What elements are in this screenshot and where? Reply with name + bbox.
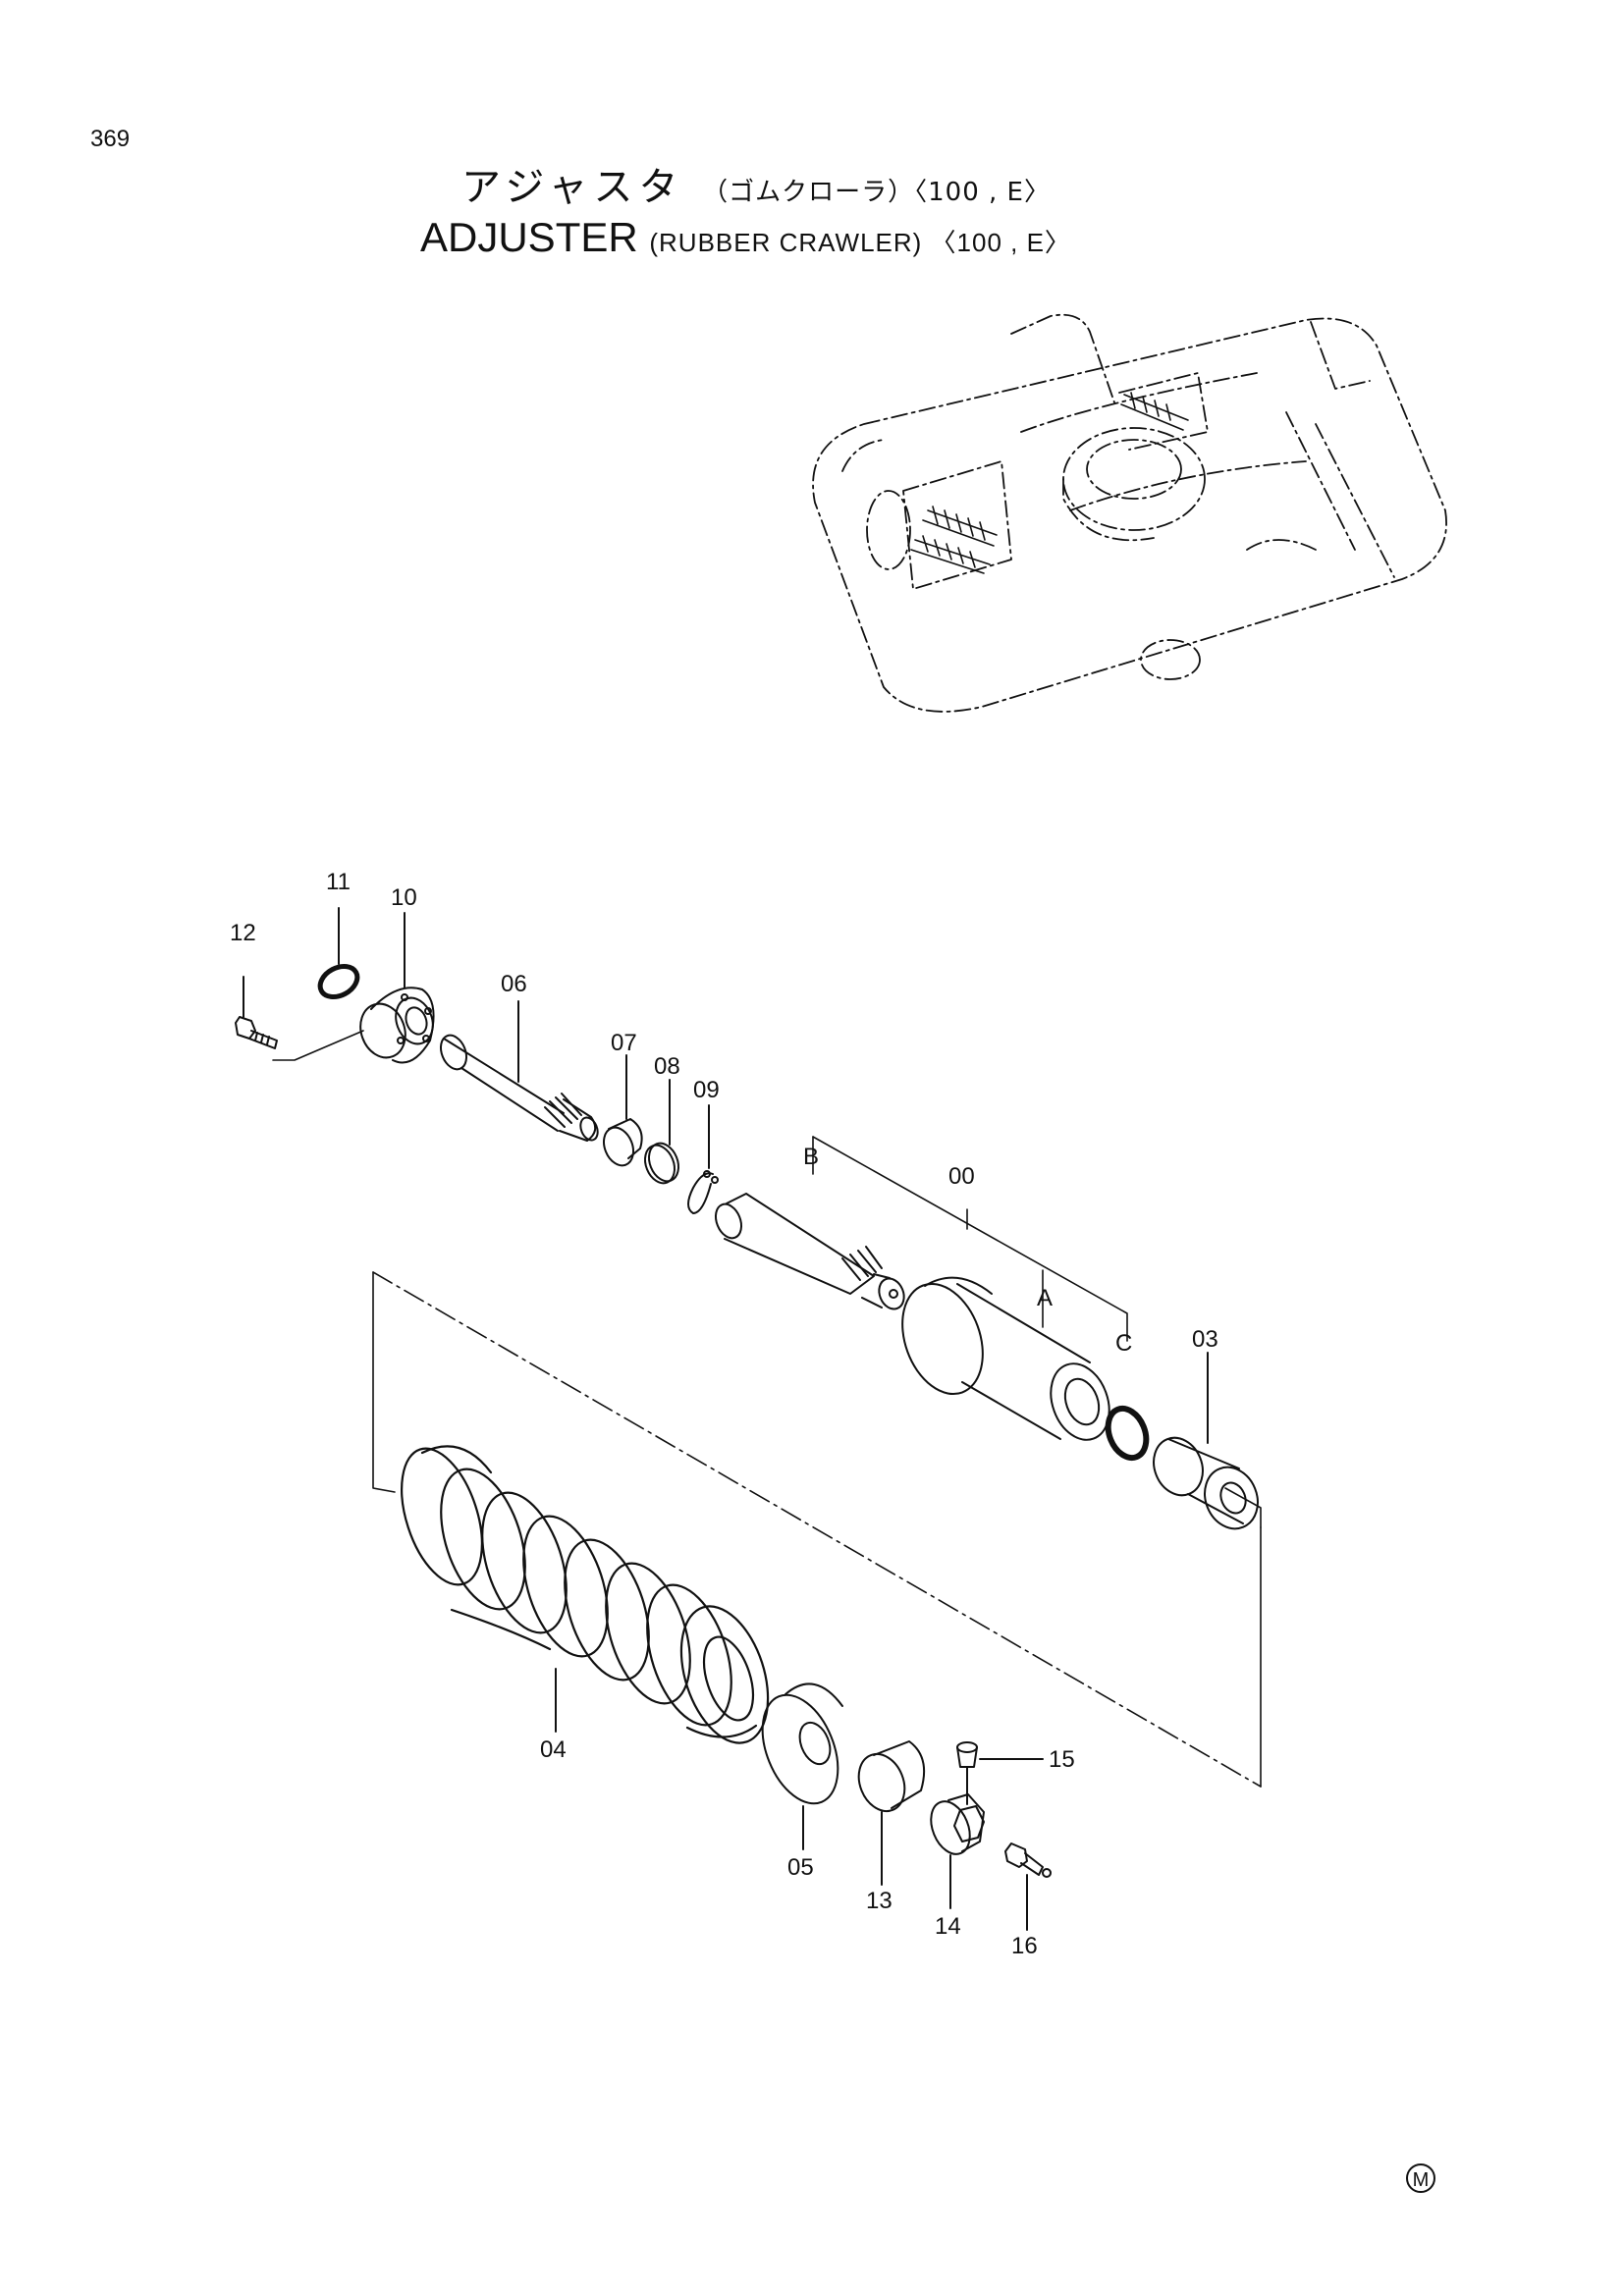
title-english-sub: (RUBBER CRAWLER) 〈100 , E〉: [649, 228, 1071, 257]
label-03: 03: [1192, 1326, 1218, 1353]
label-04: 04: [540, 1736, 567, 1763]
part-08-washer: [644, 1142, 679, 1185]
part-B-piston-rod: [714, 1193, 905, 1310]
part-labels: 11 10 12 06 07 08 09 B 00 A C 03 04 05 1…: [230, 869, 1218, 1959]
part-04-spring: [401, 1445, 770, 1744]
page-number: 369: [90, 126, 131, 152]
label-10: 10: [391, 884, 417, 911]
title-japanese: アジャスタ （ゴムクローラ）〈100 , E〉: [461, 155, 1051, 212]
part-05-spring-seat: [761, 1682, 843, 1805]
part-07-collar: [603, 1118, 643, 1167]
label-07: 07: [611, 1030, 637, 1056]
label-00: 00: [948, 1163, 975, 1190]
label-14: 14: [935, 1913, 961, 1940]
label-A: A: [1037, 1285, 1053, 1311]
label-16: 16: [1011, 1933, 1038, 1959]
label-06: 06: [501, 971, 527, 997]
part-10-flange: [359, 987, 435, 1064]
label-12: 12: [230, 920, 256, 946]
label-13: 13: [866, 1888, 893, 1914]
label-11: 11: [326, 869, 351, 895]
label-B: B: [803, 1144, 819, 1170]
part-14-nut: [930, 1793, 985, 1855]
part-06-rod: [439, 1034, 599, 1142]
part-16-grease-fitting: [1004, 1842, 1052, 1878]
title-japanese-sub: （ゴムクローラ）〈100 , E〉: [702, 178, 1051, 207]
title-japanese-main: アジャスタ: [461, 165, 684, 210]
title-english-main: ADJUSTER: [420, 214, 638, 260]
label-09: 09: [693, 1077, 720, 1103]
overview-adjuster-springs: [910, 392, 1189, 574]
label-15: 15: [1049, 1746, 1075, 1773]
part-09-snap-ring: [687, 1170, 719, 1214]
part-A-cylinder: [901, 1276, 1110, 1441]
title-english: ADJUSTER (RUBBER CRAWLER) 〈100 , E〉: [420, 214, 1071, 261]
part-11-o-ring: [317, 963, 360, 1000]
circled-letter-icon: M: [1406, 2163, 1435, 2193]
part-C-o-ring: [1105, 1405, 1150, 1462]
part-03-bushing: [1153, 1436, 1259, 1530]
label-C: C: [1115, 1330, 1132, 1357]
reference-lines: [272, 1030, 1262, 1788]
part-12-bolt: [235, 1016, 278, 1049]
label-08: 08: [654, 1053, 680, 1080]
part-15-plug: [956, 1741, 978, 1805]
undercarriage-overview: [812, 313, 1447, 713]
part-13-bushing: [857, 1740, 925, 1813]
label-05: 05: [787, 1854, 814, 1881]
